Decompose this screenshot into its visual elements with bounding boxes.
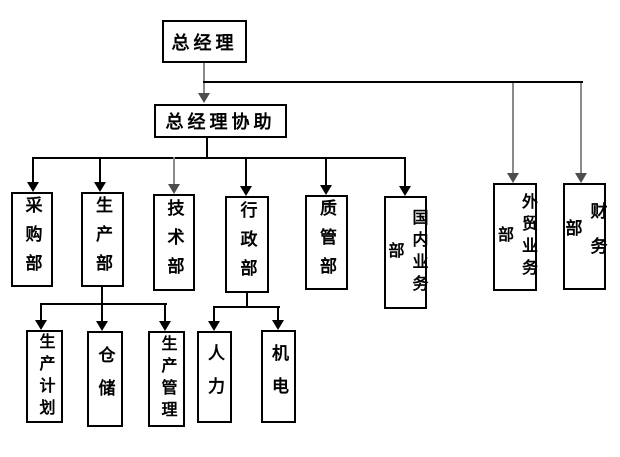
org-node-technology-dept: 技术部 bbox=[153, 194, 195, 291]
org-node-mechanical-electrical: 机电 bbox=[261, 330, 296, 423]
connector-level3-branch bbox=[32, 157, 406, 159]
connector-to-administration bbox=[245, 157, 247, 187]
org-node-production-dept: 生产部 bbox=[81, 192, 124, 287]
arrow-down-icon bbox=[272, 320, 284, 330]
arrow-down-icon bbox=[159, 321, 171, 331]
connector-to-finance bbox=[580, 83, 582, 174]
org-node-foreign-trade-dept: 外贸业务部 bbox=[493, 183, 537, 291]
arrow-down-icon bbox=[320, 185, 332, 195]
arrow-down-icon bbox=[96, 321, 108, 331]
connector-top-branch bbox=[203, 81, 583, 83]
connector-to-quality bbox=[325, 157, 327, 186]
connector-production-branch bbox=[40, 303, 167, 305]
org-node-human-resources: 人力 bbox=[197, 331, 232, 423]
org-node-domestic-business-dept: 国内业务部 bbox=[384, 196, 427, 309]
connector-to-hr bbox=[213, 306, 215, 322]
connector-to-production bbox=[99, 157, 101, 183]
connector-gm-to-assistant bbox=[203, 63, 205, 94]
org-node-finance-dept: 财务部 bbox=[563, 183, 607, 290]
org-node-production-management: 生产管理 bbox=[148, 331, 185, 427]
org-node-production-planning: 生产计划 bbox=[26, 330, 63, 423]
org-node-general-manager: 总经理 bbox=[162, 20, 247, 63]
connector-to-foreign-trade bbox=[512, 83, 514, 174]
connector-to-prodplan bbox=[40, 303, 42, 321]
connector-to-warehouse bbox=[101, 303, 103, 321]
org-node-quality-dept: 质管部 bbox=[305, 195, 348, 290]
connector-to-mechanical bbox=[277, 306, 279, 321]
arrow-down-icon bbox=[575, 173, 587, 183]
org-node-warehouse: 仓储 bbox=[87, 331, 123, 427]
arrow-down-icon bbox=[27, 182, 39, 192]
arrow-down-icon bbox=[399, 186, 411, 196]
connector-administration-down bbox=[246, 293, 248, 308]
arrow-down-icon bbox=[35, 320, 47, 330]
arrow-down-icon bbox=[168, 184, 180, 194]
connector-to-purchasing bbox=[32, 157, 34, 183]
org-node-purchasing-dept: 采购部 bbox=[11, 192, 53, 287]
arrow-down-icon bbox=[208, 321, 220, 331]
arrow-down-icon bbox=[507, 173, 519, 183]
connector-production-down bbox=[101, 287, 103, 305]
connector-to-technology bbox=[173, 157, 175, 185]
connector-administration-branch bbox=[213, 306, 280, 308]
connector-to-domestic bbox=[404, 157, 406, 187]
arrow-down-icon bbox=[240, 186, 252, 196]
arrow-down-icon bbox=[94, 182, 106, 192]
org-node-administration-dept: 行政部 bbox=[225, 196, 269, 293]
org-node-gm-assistant: 总经理协助 bbox=[154, 104, 287, 138]
connector-to-prodmgmt bbox=[164, 303, 166, 321]
connector-assistant-down bbox=[206, 138, 208, 159]
arrow-down-icon bbox=[198, 93, 210, 103]
